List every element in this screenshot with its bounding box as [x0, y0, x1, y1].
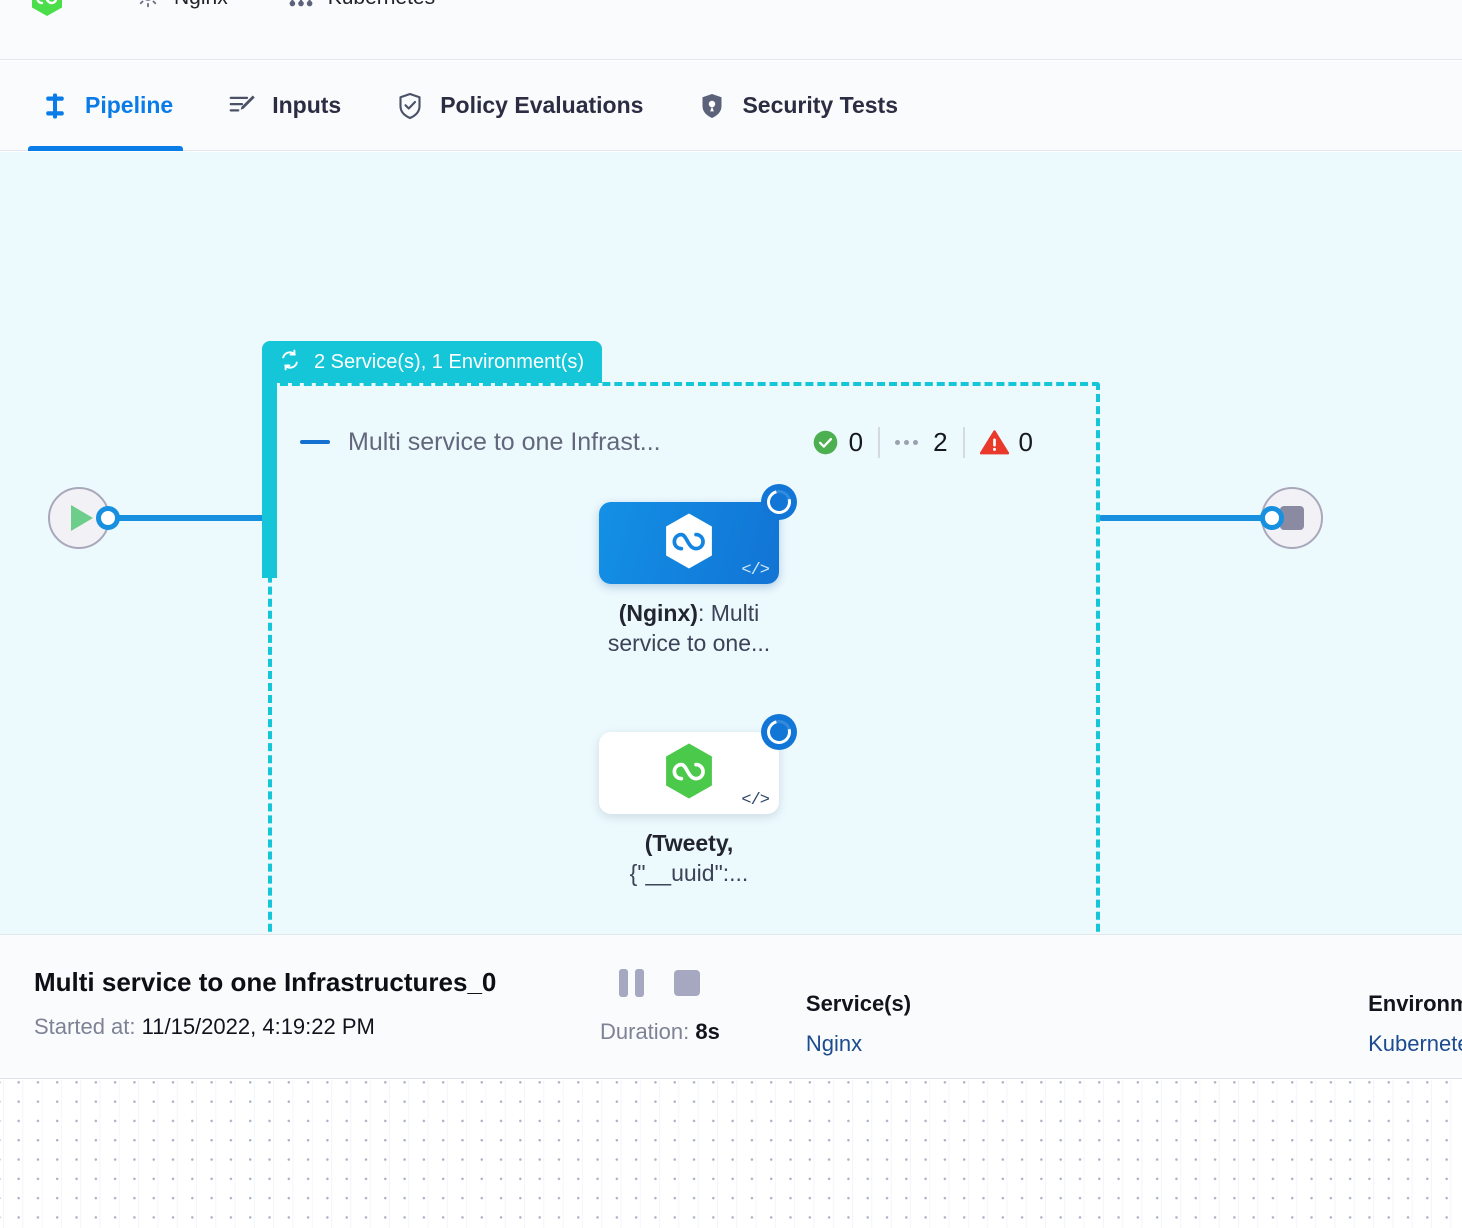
- service-node-label-bold: (Nginx): [618, 600, 698, 626]
- service-node-label-rest: {"__uuid":...: [629, 860, 749, 887]
- environments-value-link[interactable]: Kubernetes: [1368, 1031, 1462, 1056]
- minus-icon[interactable]: [300, 440, 330, 444]
- services-heading: Service(s): [805, 991, 912, 1016]
- service-node-card[interactable]: </>: [599, 714, 797, 814]
- service-node-card[interactable]: </>: [599, 484, 797, 584]
- breadcrumb: Nginx Kubernetes: [0, 0, 1462, 60]
- inputs-icon: [227, 91, 257, 121]
- stage-group-badge[interactable]: 2 Service(s), 1 Environment(s): [262, 341, 603, 383]
- execution-controls: Duration: 8s: [600, 935, 720, 1045]
- status-count-success: 0: [797, 427, 878, 458]
- background-dot-grid-canvas[interactable]: [0, 1080, 1462, 1228]
- pipeline-icon: [40, 91, 70, 121]
- warning-triangle-icon: [979, 429, 1009, 456]
- stop-button[interactable]: [674, 970, 701, 996]
- duration-value: 8s: [695, 1019, 720, 1044]
- service-node-label-rest: : Multi service to one...: [607, 600, 771, 657]
- tab-bar: Pipeline Inputs Policy Evaluations: [0, 61, 1462, 151]
- duration-label: Duration:: [600, 1019, 690, 1044]
- tab-pipeline[interactable]: Pipeline: [27, 61, 184, 151]
- service-node-label-bold: (Tweety,: [644, 830, 734, 856]
- success-count-value: 0: [848, 426, 864, 457]
- harness-hexagon-blue-icon: [662, 512, 716, 575]
- tab-security-tests[interactable]: Security Tests: [695, 61, 900, 151]
- connector-dot-end: [1260, 506, 1284, 530]
- status-count-failed: 0: [962, 426, 1048, 458]
- breadcrumb-service-label: Nginx: [174, 0, 228, 10]
- started-at-value: 11/15/2022, 4:19:22 PM: [141, 1014, 375, 1039]
- policy-shield-check-icon: [395, 91, 425, 121]
- tab-inputs[interactable]: Inputs: [225, 61, 343, 151]
- breadcrumb-item-environment[interactable]: Kubernetes: [286, 0, 435, 10]
- services-value-link[interactable]: Nginx: [805, 1031, 863, 1056]
- tab-pipeline-label: Pipeline: [85, 92, 174, 118]
- connector-line-end: [1100, 515, 1275, 521]
- tab-security-tests-label: Security Tests: [742, 92, 898, 118]
- breadcrumb-item-service[interactable]: Nginx: [134, 0, 228, 10]
- execution-summary: Multi service to one Infrastructures_0 S…: [0, 935, 600, 1040]
- execution-detail-panel: Multi service to one Infrastructures_0 S…: [0, 934, 1462, 1079]
- pipeline-canvas[interactable]: 2 Service(s), 1 Environment(s) Multi ser…: [0, 152, 1462, 934]
- tab-inputs-label: Inputs: [272, 92, 342, 118]
- harness-hexagon-green-icon: [662, 742, 716, 805]
- execution-duration: Duration: 8s: [600, 1019, 720, 1045]
- service-node-tweety[interactable]: </> (Tweety, {"__uuid":...: [599, 714, 797, 889]
- security-shield-icon: [697, 91, 727, 121]
- harness-hexagon-icon: [30, 0, 64, 17]
- stage-group-box: [268, 382, 1100, 934]
- play-icon: [71, 505, 93, 531]
- stage-status-counts: 0 2 0: [797, 426, 1048, 458]
- connector-dot-start: [96, 506, 120, 530]
- status-count-running: 2: [878, 426, 962, 458]
- matrix-loop-icon: [278, 348, 302, 377]
- environments-column: Environments Kubernetes: [1326, 935, 1462, 1057]
- service-node-label: (Tweety, {"__uuid":...: [589, 828, 789, 889]
- pause-button[interactable]: [619, 969, 645, 997]
- running-count-value: 2: [933, 426, 948, 457]
- stage-group-badge-label: 2 Service(s), 1 Environment(s): [314, 350, 585, 373]
- code-brackets-icon: </>: [741, 791, 770, 810]
- failed-count-value: 0: [1018, 426, 1033, 457]
- tab-policy-evaluations[interactable]: Policy Evaluations: [393, 61, 645, 151]
- connector-line-start: [110, 515, 270, 521]
- service-node-label: (Nginx): Multi service to one...: [589, 598, 789, 659]
- stage-header[interactable]: Multi service to one Infrast... 0 2: [300, 420, 1070, 464]
- running-spinner-icon: [761, 484, 797, 520]
- gear-icon: [134, 0, 162, 15]
- stop-icon: [1280, 506, 1304, 530]
- started-at-label: Started at:: [34, 1014, 136, 1039]
- execution-title: Multi service to one Infrastructures_0: [34, 967, 497, 997]
- infrastructure-icon: [286, 0, 316, 15]
- success-check-icon: [812, 429, 839, 456]
- service-node-nginx[interactable]: </> (Nginx): Multi service to one...: [599, 484, 797, 659]
- tab-policy-evaluations-label: Policy Evaluations: [440, 92, 644, 118]
- code-brackets-icon: </>: [741, 561, 770, 580]
- execution-started: Started at: 11/15/2022, 4:19:22 PM: [34, 1014, 600, 1040]
- stage-title: Multi service to one Infrast...: [348, 427, 661, 456]
- running-spinner-icon: [761, 714, 797, 750]
- breadcrumb-environment-label: Kubernetes: [328, 0, 435, 10]
- running-dots-icon: [895, 437, 923, 447]
- services-column: Service(s) Nginx: [764, 935, 911, 1057]
- environments-heading: Environments: [1368, 991, 1462, 1016]
- breadcrumb-item-root[interactable]: [30, 0, 76, 16]
